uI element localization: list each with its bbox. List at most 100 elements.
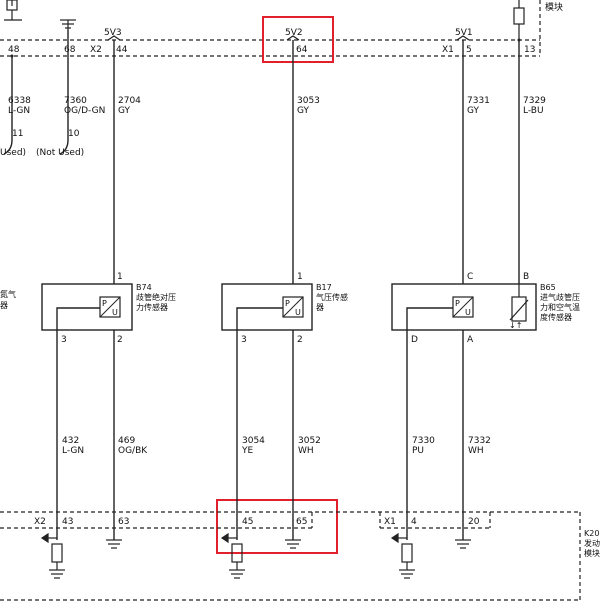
wire-6338-color: L-GN xyxy=(8,106,30,116)
wire-7332-color: WH xyxy=(468,446,484,456)
highlight-5v2-pin64 xyxy=(262,16,334,63)
unused-pin-10: 10 xyxy=(68,129,80,139)
supply-5v1: 5V1 xyxy=(455,28,473,38)
b17-id: B17 xyxy=(316,283,332,292)
wire-3053: 3053 xyxy=(297,96,320,106)
unused-note-11: Used) xyxy=(0,148,26,158)
b74-id: B74 xyxy=(136,283,152,292)
temperature-sensor-icon xyxy=(509,284,529,322)
pressure-sensor-icon: P U xyxy=(452,296,474,318)
sensor-b17: P U xyxy=(221,283,313,331)
pin-4: 4 xyxy=(411,517,417,527)
b74-pin-3: 3 xyxy=(61,335,67,345)
connector-x1-bottom: X1 xyxy=(384,517,396,527)
wires xyxy=(3,30,520,540)
left-partial-label-1: 氮气 xyxy=(0,289,16,299)
wire-7331-color: GY xyxy=(467,106,480,116)
supply-taps xyxy=(107,35,470,41)
b65-name-3: 度传感器 xyxy=(540,312,572,322)
k20-name-2: 模块 xyxy=(584,548,600,558)
unused-note-10: (Not Used) xyxy=(36,148,84,158)
pin-65: 65 xyxy=(296,517,307,527)
supply-5v3: 5V3 xyxy=(104,28,122,38)
wire-2704: 2704 xyxy=(118,96,141,106)
pressure-sensor-icon: P U xyxy=(282,296,304,318)
pin-48: 48 xyxy=(8,45,20,55)
wire-7360-color: OG/D-GN xyxy=(64,106,105,116)
wire-7331: 7331 xyxy=(467,96,490,106)
b17-name-2: 器 xyxy=(316,303,324,312)
k20-name-1: 发动 xyxy=(584,538,600,548)
junction-dots xyxy=(10,38,521,58)
wire-7360: 7360 xyxy=(64,96,87,106)
pin-20: 20 xyxy=(468,517,480,527)
b65-name-1: 进气歧管压 xyxy=(540,292,580,302)
wire-3052-color: WH xyxy=(298,446,314,456)
b65-pin-a: A xyxy=(467,335,474,345)
svg-text:U: U xyxy=(112,308,118,317)
svg-text:U: U xyxy=(465,308,471,317)
pin-64: 64 xyxy=(296,45,308,55)
top-left-component xyxy=(4,0,76,30)
wire-7329: 7329 xyxy=(523,96,546,106)
b17-pin-2: 2 xyxy=(297,335,303,345)
b74-name-2: 力传感器 xyxy=(136,302,168,312)
ground-20 xyxy=(455,539,471,549)
ground-65 xyxy=(285,539,301,549)
wire-3052: 3052 xyxy=(298,436,321,446)
wire-7332: 7332 xyxy=(468,436,491,446)
wire-7329-color: L-BU xyxy=(523,106,544,116)
connector-x2-top: X2 xyxy=(90,45,102,55)
b74-pin-1: 1 xyxy=(117,272,123,282)
b17-pin-3: 3 xyxy=(241,335,247,345)
pin-44: 44 xyxy=(116,45,128,55)
wire-3054-color: YE xyxy=(241,446,253,456)
wire-7330-color: PU xyxy=(412,446,424,456)
wire-432-color: L-GN xyxy=(62,446,84,456)
b65-pin-d: D xyxy=(411,335,418,345)
wire-469-color: OG/BK xyxy=(118,446,148,456)
temp-arrows: ↓↑ xyxy=(509,321,522,330)
b17-name-1: 气压传感 xyxy=(316,292,348,302)
svg-text:P: P xyxy=(285,299,290,308)
b65-name-2: 力和空气温 xyxy=(540,302,580,312)
wire-6338: 6338 xyxy=(8,96,31,106)
svg-text:P: P xyxy=(102,299,107,308)
b74-name-1: 歧管绝对压 xyxy=(136,292,176,302)
pin-45: 45 xyxy=(242,517,253,527)
b65-pin-c: C xyxy=(467,272,473,282)
supply-5v2: 5V2 xyxy=(285,28,303,38)
pin-5: 5 xyxy=(466,45,472,55)
highlight-pins-45-65 xyxy=(216,499,338,554)
wire-3054: 3054 xyxy=(242,436,265,446)
top-right-fuse xyxy=(513,0,525,40)
top-module-label: 模块 xyxy=(545,1,563,13)
unused-pin-11: 11 xyxy=(12,129,23,139)
svg-text:U: U xyxy=(295,308,301,317)
pin-13: 13 xyxy=(524,45,535,55)
b17-pin-1: 1 xyxy=(297,272,303,282)
connector-x1-top: X1 xyxy=(442,45,454,55)
b65-pin-b: B xyxy=(523,272,529,282)
b65-id: B65 xyxy=(540,283,556,292)
sensor-b65: P U ↓↑ xyxy=(391,283,537,331)
connector-x2-bottom: X2 xyxy=(34,517,46,527)
wire-3053-color: GY xyxy=(297,106,310,116)
termination-45 xyxy=(220,532,245,579)
pin-63: 63 xyxy=(118,517,129,527)
k20-id: K20 xyxy=(584,529,599,538)
wire-7330: 7330 xyxy=(412,436,435,446)
top-module xyxy=(0,0,541,57)
wire-432: 432 xyxy=(62,436,79,446)
wire-469: 469 xyxy=(118,436,135,446)
svg-text:P: P xyxy=(455,299,460,308)
wire-2704-color: GY xyxy=(118,106,131,116)
termination-4 xyxy=(390,532,415,579)
left-partial-label-2: 器 xyxy=(0,301,8,310)
bottom-module xyxy=(0,511,581,601)
sensor-b74: P U xyxy=(41,283,133,331)
termination-43 xyxy=(40,532,65,579)
pin-43: 43 xyxy=(62,517,73,527)
b74-pin-2: 2 xyxy=(117,335,123,345)
